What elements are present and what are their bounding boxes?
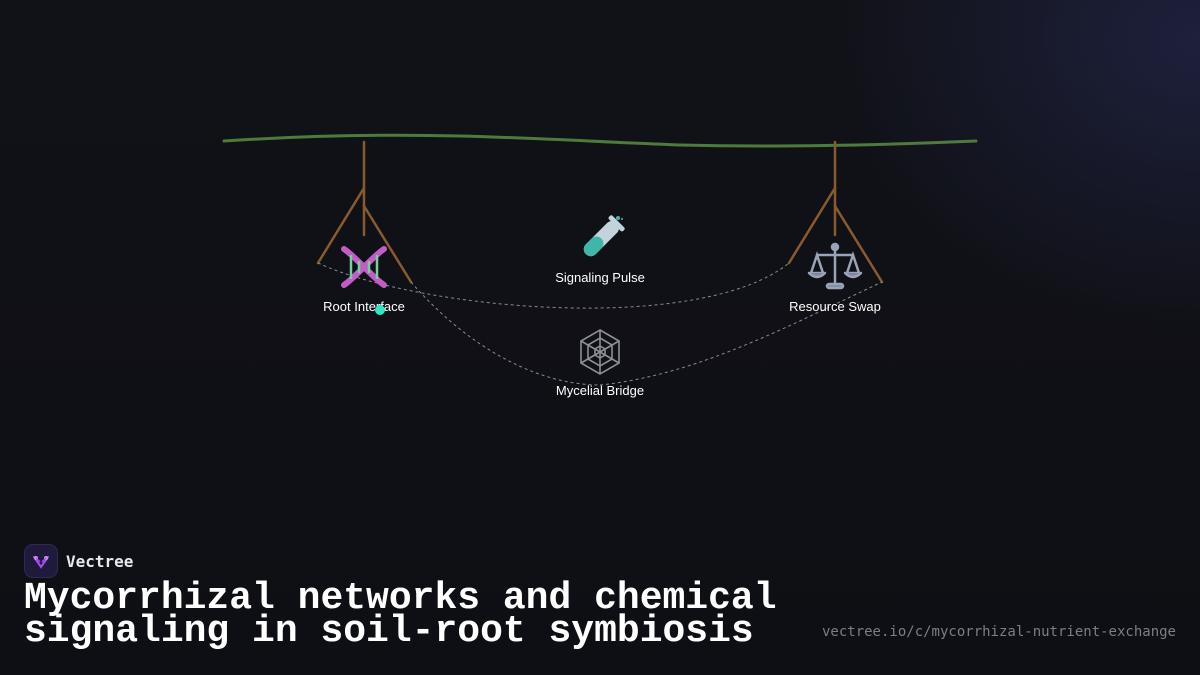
node-label-resource-swap: Resource Swap — [789, 299, 881, 314]
brand: Vectree — [24, 544, 133, 578]
left-root — [316, 140, 413, 284]
ground-line — [222, 133, 978, 148]
node-signaling-pulse[interactable]: Signaling Pulse — [555, 215, 645, 285]
edge-bridge-to-resource — [599, 281, 883, 386]
node-mycelial-bridge[interactable]: Mycelial Bridge — [556, 329, 644, 398]
test-tube-icon — [583, 215, 625, 257]
page-title: Mycorrhizal networks and chemical signal… — [24, 577, 777, 653]
vectree-logo-icon — [24, 544, 58, 578]
signal-pulse-dot — [375, 305, 385, 315]
node-label-root-interface: Root Interface — [323, 299, 405, 314]
node-label-signaling-pulse: Signaling Pulse — [555, 270, 645, 285]
edge-root-to-bridge — [410, 281, 601, 386]
bubble-icon — [616, 216, 620, 220]
node-root-interface[interactable]: Root Interface — [323, 246, 405, 315]
brand-name: Vectree — [66, 551, 134, 571]
right-root — [787, 140, 884, 284]
balance-scale-icon — [807, 242, 863, 290]
node-resource-swap[interactable]: Resource Swap — [789, 242, 881, 314]
bubble-icon — [621, 218, 623, 220]
dna-icon — [341, 246, 387, 288]
spider-web-icon — [580, 329, 620, 375]
node-label-mycelial-bridge: Mycelial Bridge — [556, 383, 644, 398]
page-url[interactable]: vectree.io/c/mycorrhizal-nutrient-exchan… — [821, 624, 1176, 640]
edge-root-to-resource — [317, 262, 790, 309]
